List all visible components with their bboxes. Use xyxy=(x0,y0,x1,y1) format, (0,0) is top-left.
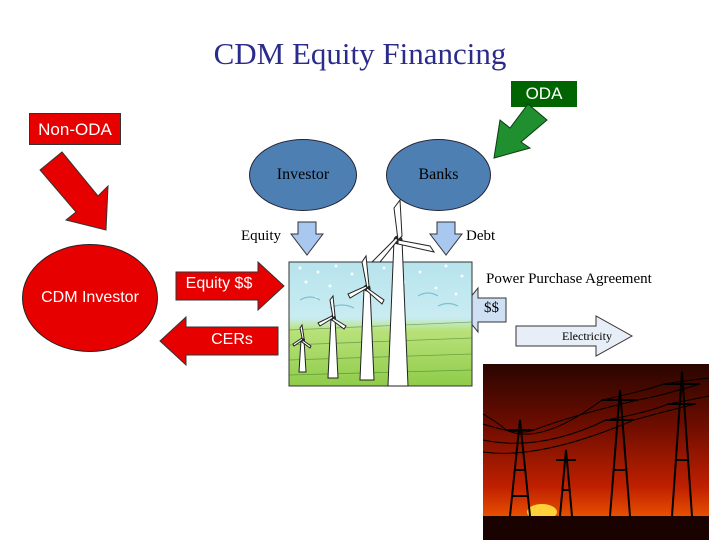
electricity-label: Electricity xyxy=(562,329,612,343)
non-oda-box: Non-ODA xyxy=(29,113,121,145)
equity-down-arrow xyxy=(289,221,325,256)
debt-label: Debt xyxy=(466,228,496,244)
electricity-arrow xyxy=(515,315,634,357)
wind-farm-image xyxy=(288,261,473,387)
oda-arrow xyxy=(493,103,548,159)
cers-label: CERs xyxy=(211,331,253,348)
equity-label: Equity xyxy=(241,228,281,244)
wind-turbines xyxy=(292,198,436,387)
equity-dollars-arrow xyxy=(175,260,285,312)
ppa-dollars-label: $$ xyxy=(484,300,499,316)
equity-dollars-label: Equity $$ xyxy=(185,275,253,292)
cers-arrow xyxy=(159,315,279,367)
page-title: CDM Equity Financing xyxy=(213,36,507,71)
power-lines-sunset-image xyxy=(482,364,710,540)
debt-down-arrow xyxy=(428,221,464,256)
investor-ellipse: Investor xyxy=(249,139,357,211)
cdm-investor-circle: CDM Investor xyxy=(22,244,158,352)
non-oda-arrow xyxy=(39,151,109,231)
oda-box: ODA xyxy=(510,80,578,108)
ppa-label: Power Purchase Agreement xyxy=(486,271,652,287)
banks-ellipse: Banks xyxy=(386,139,491,211)
